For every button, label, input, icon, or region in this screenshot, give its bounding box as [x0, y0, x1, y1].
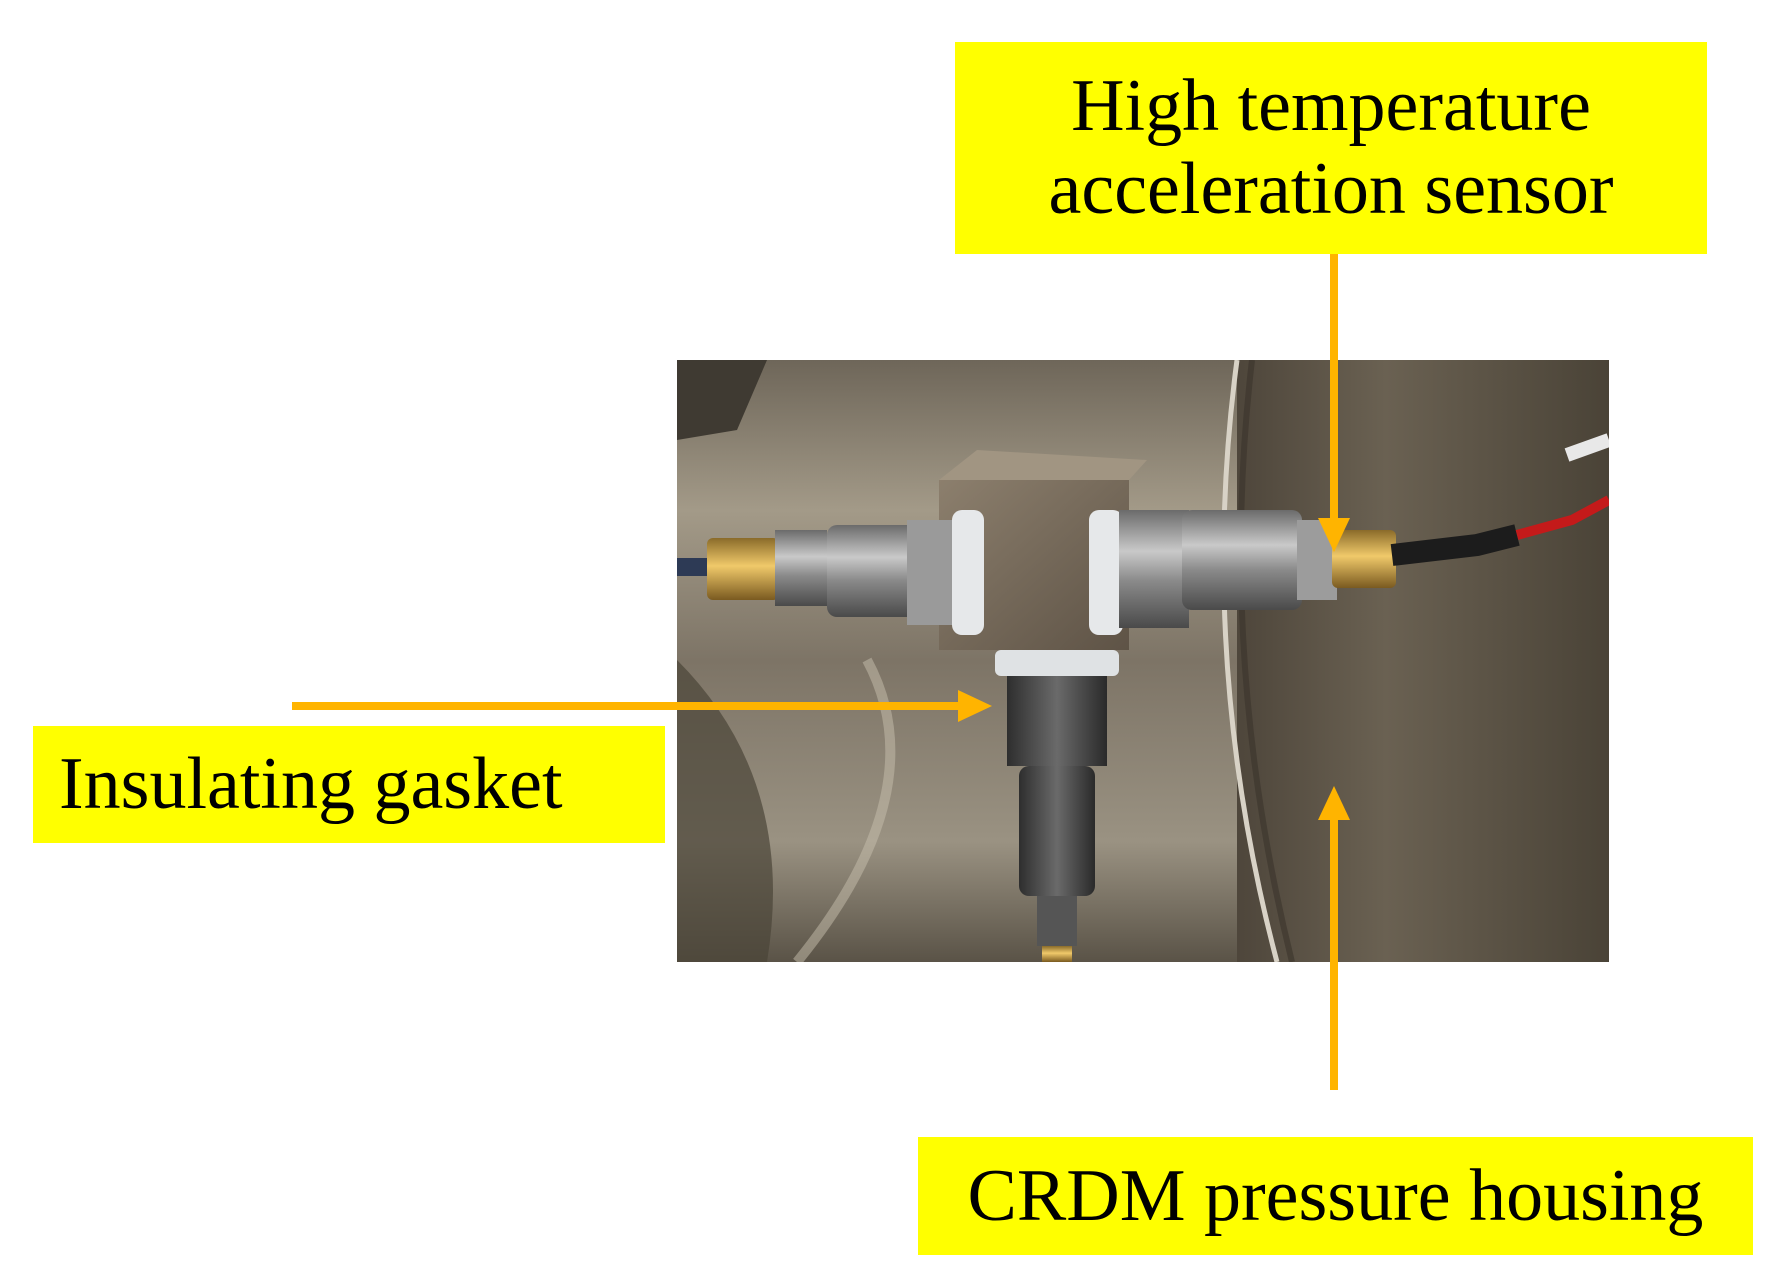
label-gasket-text: Insulating gasket: [59, 743, 563, 826]
label-sensor-line-2: acceleration sensor: [1048, 148, 1614, 230]
label-crdm-pressure-housing: CRDM pressure housing: [918, 1137, 1753, 1255]
label-insulating-gasket: Insulating gasket: [33, 726, 665, 843]
sensor-installation-photo: [677, 360, 1609, 962]
label-sensor-line-1: High temperature: [1071, 65, 1591, 148]
label-high-temperature-acceleration-sensor: High temperature acceleration sensor: [955, 42, 1707, 254]
label-housing-text: CRDM pressure housing: [967, 1154, 1704, 1237]
